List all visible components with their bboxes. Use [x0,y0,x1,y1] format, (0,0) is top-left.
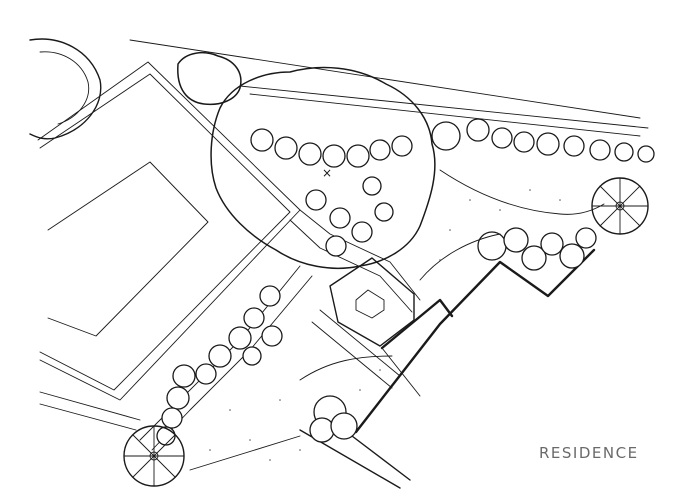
small-tree-canopy [177,51,242,106]
large-tree-canopy: × [210,66,436,269]
shrub-pair-lower [309,395,358,443]
shrub-cluster-right [477,227,597,271]
lawn-curves [299,169,605,381]
shrub-cluster-middle [305,176,394,257]
svg-text:×: × [322,166,332,180]
stipple-texture [209,189,561,461]
corner-tree-canopy [29,38,102,140]
shrub-row-left [195,285,283,385]
shrub-column-lower-left [156,364,196,446]
top-boundary-lines [129,39,649,137]
lower-boundary-lines [39,391,301,471]
residence-label: RESIDENCE [539,444,639,462]
specimen-tree-right [591,177,649,235]
specimen-tree-lower-left [123,425,185,487]
hedge-row-top [431,118,655,163]
shrub-row-canopy [250,128,413,168]
residence-walls [299,248,596,489]
